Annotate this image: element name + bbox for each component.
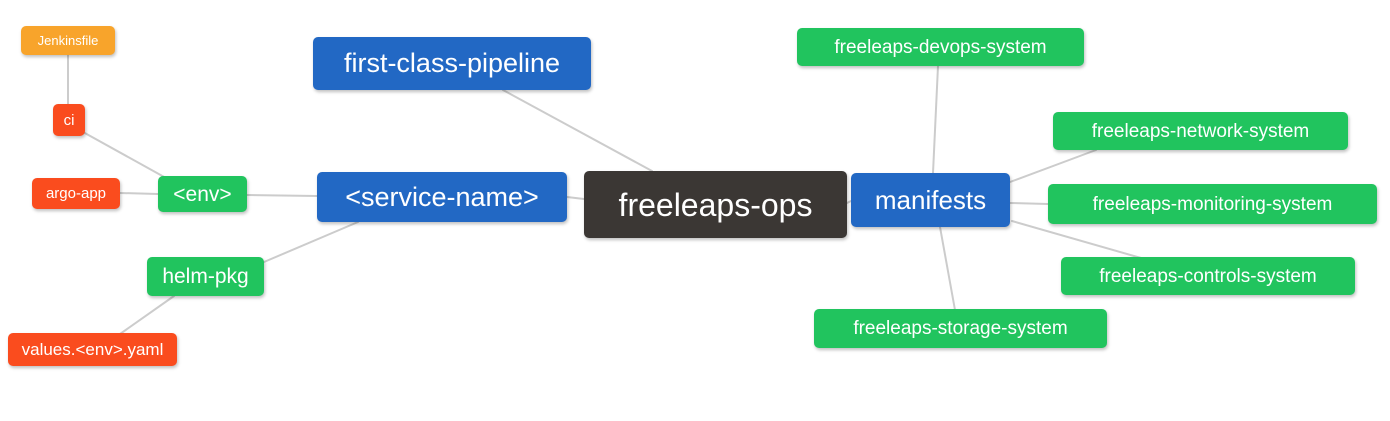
edge-service-name-helm-pkg [263,221,359,263]
node-ci[interactable]: ci [53,104,85,136]
edge-manifests-network-system [1009,149,1097,183]
edge-manifests-storage-system [939,226,956,311]
edge-argo-app-env [119,192,159,195]
node-service-name[interactable]: <service-name> [317,172,567,222]
node-env[interactable]: <env> [158,176,247,212]
edge-manifests-devops-system [932,65,939,174]
edge-service-name-ops [566,196,585,200]
node-helm-pkg[interactable]: helm-pkg [147,257,264,296]
node-manifests[interactable]: manifests [851,173,1010,227]
node-freeleaps-devops-system[interactable]: freeleaps-devops-system [797,28,1084,66]
edge-manifests-controls-system [1011,220,1142,259]
node-freeleaps-monitoring-system[interactable]: freeleaps-monitoring-system [1048,184,1377,224]
node-jenkinsfile[interactable]: Jenkinsfile [21,26,115,55]
edge-helm-pkg-values-env-yaml [119,295,175,335]
node-first-class-pipeline[interactable]: first-class-pipeline [313,37,591,90]
edge-ci-env [82,131,167,179]
edge-manifests-monitoring-system [1009,202,1049,205]
node-freeleaps-ops-root[interactable]: freeleaps-ops [584,171,847,238]
edge-first-class-pipeline-ops [502,89,653,172]
node-freeleaps-network-system[interactable]: freeleaps-network-system [1053,112,1348,150]
edge-env-service-name [246,194,318,197]
node-freeleaps-controls-system[interactable]: freeleaps-controls-system [1061,257,1355,295]
node-values-env-yaml[interactable]: values.<env>.yaml [8,333,177,366]
node-freeleaps-storage-system[interactable]: freeleaps-storage-system [814,309,1107,348]
node-argo-app[interactable]: argo-app [32,178,120,209]
